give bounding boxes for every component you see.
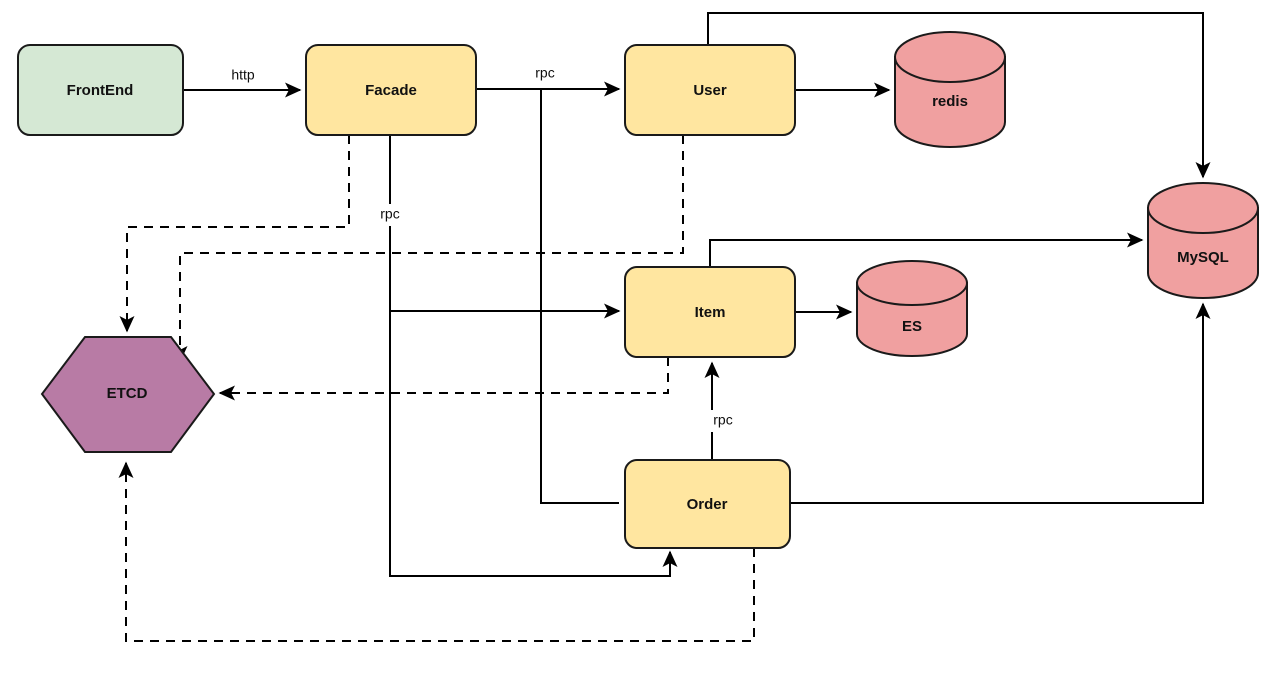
edge-item-to-etcd xyxy=(218,357,669,401)
frontend-box[interactable] xyxy=(17,44,184,136)
etcd-hexagon[interactable] xyxy=(40,336,216,453)
item-box[interactable] xyxy=(624,266,796,358)
node-user[interactable]: User xyxy=(624,44,796,136)
edge-user-to-mysql xyxy=(707,12,1211,179)
edge-order-to-etcd xyxy=(118,461,755,642)
edge-facade-to-item xyxy=(389,135,621,319)
user-box[interactable] xyxy=(624,44,796,136)
order-box[interactable] xyxy=(624,459,791,549)
redis-top[interactable] xyxy=(894,31,1006,83)
es-top[interactable] xyxy=(856,260,968,306)
node-redis[interactable]: redis xyxy=(894,31,1006,148)
rpc-order-item-label-bg xyxy=(706,410,740,432)
node-mysql[interactable]: MySQL xyxy=(1147,182,1259,299)
edge-facade-to-etcd xyxy=(119,135,350,333)
node-frontend[interactable]: FrontEnd xyxy=(17,44,184,136)
http-label-bg xyxy=(225,64,263,86)
facade-box[interactable] xyxy=(305,44,477,136)
edge-facade-to-order-bottom xyxy=(389,311,678,577)
node-item[interactable]: Item xyxy=(624,266,796,358)
node-etcd[interactable]: ETCD xyxy=(40,336,216,453)
rpc-facade-user-label-bg xyxy=(528,63,562,85)
edge-item-to-mysql xyxy=(709,232,1144,267)
edge-user-to-etcd xyxy=(172,135,684,363)
mysql-top[interactable] xyxy=(1147,182,1259,234)
rpc-facade-item-label-bg xyxy=(374,204,408,226)
node-order[interactable]: Order xyxy=(624,459,791,549)
node-facade[interactable]: Facade xyxy=(305,44,477,136)
edge-order-to-mysql xyxy=(790,302,1211,504)
node-es[interactable]: ES xyxy=(856,260,968,357)
edge-facade-to-order-left xyxy=(540,89,619,504)
